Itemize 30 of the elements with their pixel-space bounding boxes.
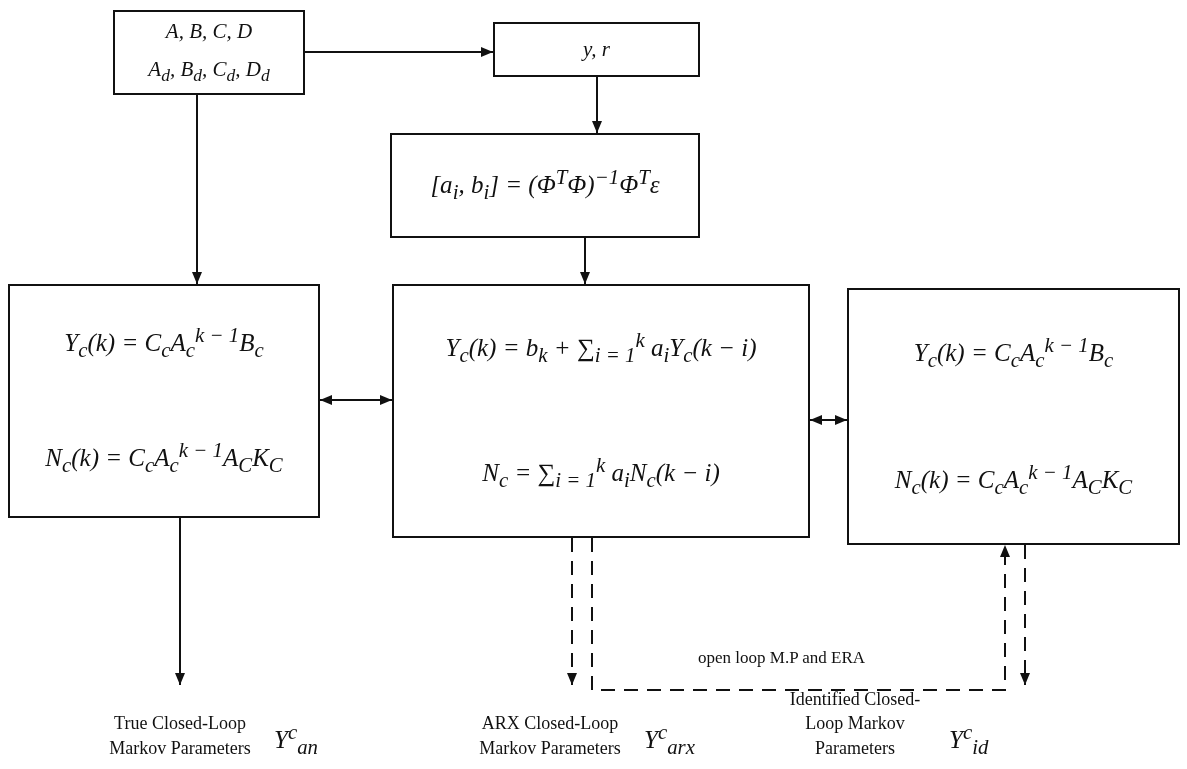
output-label: True Closed-Loop Markov Parameters [108, 712, 252, 760]
formula: [a$_{i}$, b$_{i}$] = (Φ$^{T}$Φ)$^{−1}$Φ$^{T}$ε [430, 165, 660, 206]
process-box [390, 133, 700, 238]
formula: Y$_{c}$(k) = b$_{k}$ + ∑$_{i = 1}$$^{k}$ a$_{i}$Y$_{c}$(k − i) [445, 328, 757, 369]
formula: Y$_{c}$(k) = C$_{c}$A$_{c}$$^{k − 1}$B$_{c}$ [64, 323, 264, 364]
formula: N$_{c}$(k) = C$_{c}$A$_{c}$$^{k − 1}$A$_{C}$K$_{C}$ [894, 459, 1133, 500]
arrow [319, 395, 393, 405]
output-label: ARX Closed-Loop Markov Parameters [478, 712, 622, 760]
process-box [8, 284, 320, 518]
formula: Y$_{c}$(k) = C$_{c}$A$_{c}$$^{k − 1}$B$_{c}$ [913, 333, 1114, 374]
arrow [1020, 544, 1030, 686]
arrow [592, 76, 602, 134]
formula: N$_{c}$ = ∑$_{i = 1}$$^{k}$ a$_{i}$N$_{c}$(k − i) [482, 453, 720, 494]
process-box [847, 288, 1180, 545]
process-box [113, 10, 305, 95]
arrow [580, 237, 590, 285]
edge-label: open loop M.P and ERA [695, 648, 868, 668]
arrow [175, 517, 185, 686]
process-box [392, 284, 810, 538]
formula: A, B, C, D [165, 18, 253, 44]
process-box [493, 22, 700, 77]
arrow [304, 47, 494, 57]
arrow [192, 94, 202, 285]
arrow [567, 537, 577, 686]
output-label: Identified Closed-Loop Markov Parameters [788, 688, 922, 760]
arrow [809, 415, 848, 425]
arrow [591, 537, 1010, 691]
formula: y, r [583, 37, 610, 62]
formula: A$_{d}$, B$_{d}$, C$_{d}$, D$_{d}$ [148, 57, 270, 87]
formula: N$_{c}$(k) = C$_{c}$A$_{c}$$^{k − 1}$A$_{C}$K$_{C}$ [45, 438, 283, 479]
